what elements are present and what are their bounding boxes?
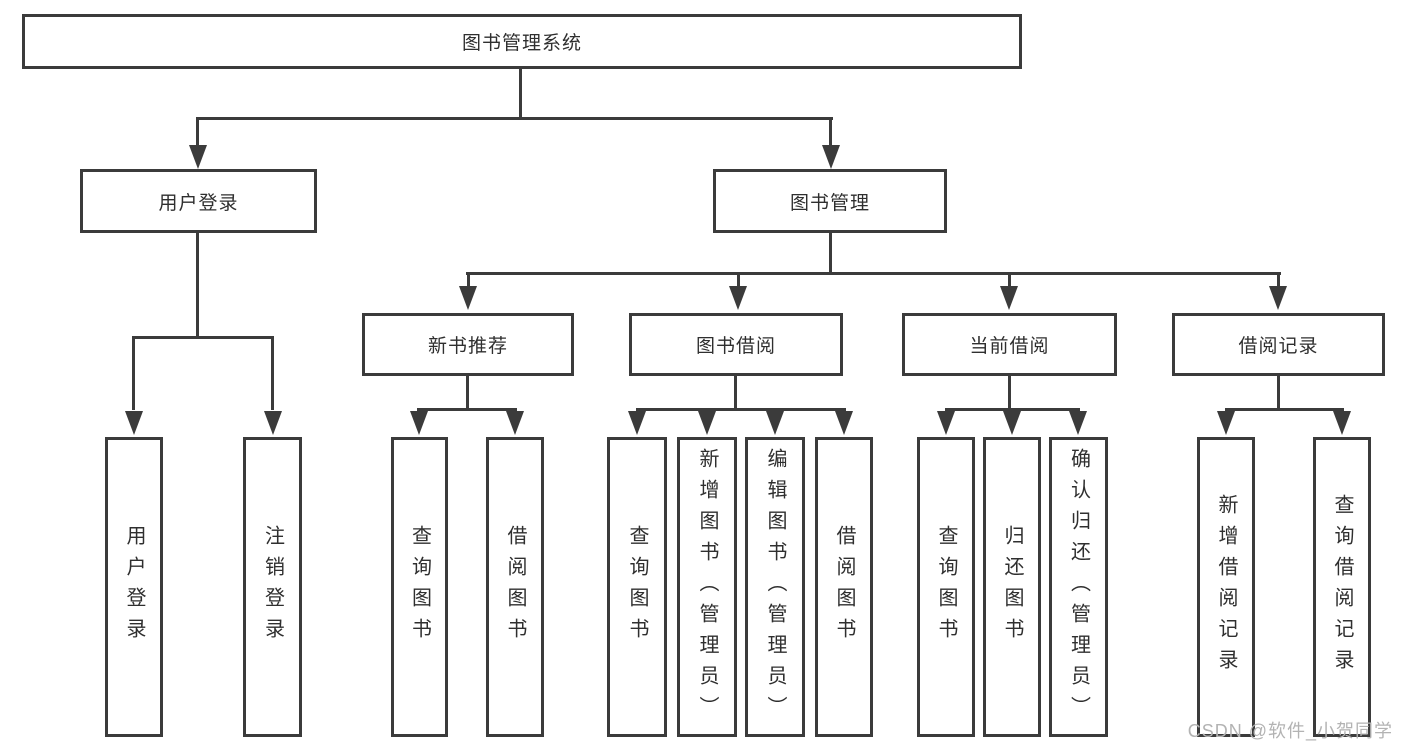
node-edit-books-admin: 编辑图书（管理员）: [745, 437, 805, 737]
connector-hline: [1225, 408, 1344, 411]
csdn-watermark: CSDN @软件_小贺同学: [1187, 721, 1393, 741]
connector-vline: [734, 376, 737, 410]
node-user-login-action: 用户登录: [105, 437, 163, 737]
connector-vline: [829, 117, 832, 147]
arrowhead-down-icon: [729, 286, 747, 310]
node-query-books-3: 查询图书: [917, 437, 975, 737]
node-query-borrow-record: 查询借阅记录: [1313, 437, 1371, 737]
connector-vline: [196, 117, 199, 147]
node-user-login: 用户登录: [80, 169, 317, 233]
node-current-borrowing: 当前借阅: [902, 313, 1117, 376]
node-add-borrow-record: 新增借阅记录: [1197, 437, 1255, 737]
node-query-books-2: 查询图书: [607, 437, 667, 737]
arrowhead-down-icon: [1217, 411, 1235, 435]
connector-vline: [1008, 376, 1011, 410]
connector-vline: [271, 336, 274, 410]
arrowhead-down-icon: [766, 411, 784, 435]
arrowhead-down-icon: [1069, 411, 1087, 435]
connector-hline: [196, 117, 833, 120]
arrowhead-down-icon: [1000, 286, 1018, 310]
arrowhead-down-icon: [835, 411, 853, 435]
arrowhead-down-icon: [410, 411, 428, 435]
arrowhead-down-icon: [1003, 411, 1021, 435]
connector-hline: [945, 408, 1080, 411]
arrowhead-down-icon: [1269, 286, 1287, 310]
node-add-books-admin: 新增图书（管理员）: [677, 437, 737, 737]
connector-vline: [132, 336, 135, 410]
connector-vline: [196, 233, 199, 338]
connector-vline: [737, 272, 740, 286]
node-borrow-books-2: 借阅图书: [815, 437, 873, 737]
arrowhead-down-icon: [628, 411, 646, 435]
connector-hline: [636, 408, 846, 411]
node-book-borrowing: 图书借阅: [629, 313, 843, 376]
arrowhead-down-icon: [822, 145, 840, 169]
node-borrow-books-1: 借阅图书: [486, 437, 544, 737]
connector-hline: [417, 408, 517, 411]
connector-hline: [132, 336, 274, 339]
connector-vline: [519, 69, 522, 117]
arrowhead-down-icon: [459, 286, 477, 310]
arrowhead-down-icon: [698, 411, 716, 435]
arrowhead-down-icon: [125, 411, 143, 435]
arrowhead-down-icon: [189, 145, 207, 169]
arrowhead-down-icon: [264, 411, 282, 435]
connector-vline: [1277, 376, 1280, 410]
arrowhead-down-icon: [1333, 411, 1351, 435]
arrowhead-down-icon: [937, 411, 955, 435]
arrowhead-down-icon: [506, 411, 524, 435]
connector-vline: [1277, 272, 1280, 286]
connector-vline: [1008, 272, 1011, 286]
node-query-books-1: 查询图书: [391, 437, 448, 737]
connector-vline: [829, 233, 832, 274]
node-logout-action: 注销登录: [243, 437, 302, 737]
connector-vline: [467, 272, 470, 286]
connector-hline: [466, 272, 1281, 275]
connector-vline: [466, 376, 469, 410]
node-new-book-recommendation: 新书推荐: [362, 313, 574, 376]
node-root-library-management-system: 图书管理系统: [22, 14, 1022, 69]
node-return-books: 归还图书: [983, 437, 1041, 737]
node-confirm-return-admin: 确认归还（管理员）: [1049, 437, 1108, 737]
node-borrowing-records: 借阅记录: [1172, 313, 1385, 376]
node-book-management: 图书管理: [713, 169, 947, 233]
